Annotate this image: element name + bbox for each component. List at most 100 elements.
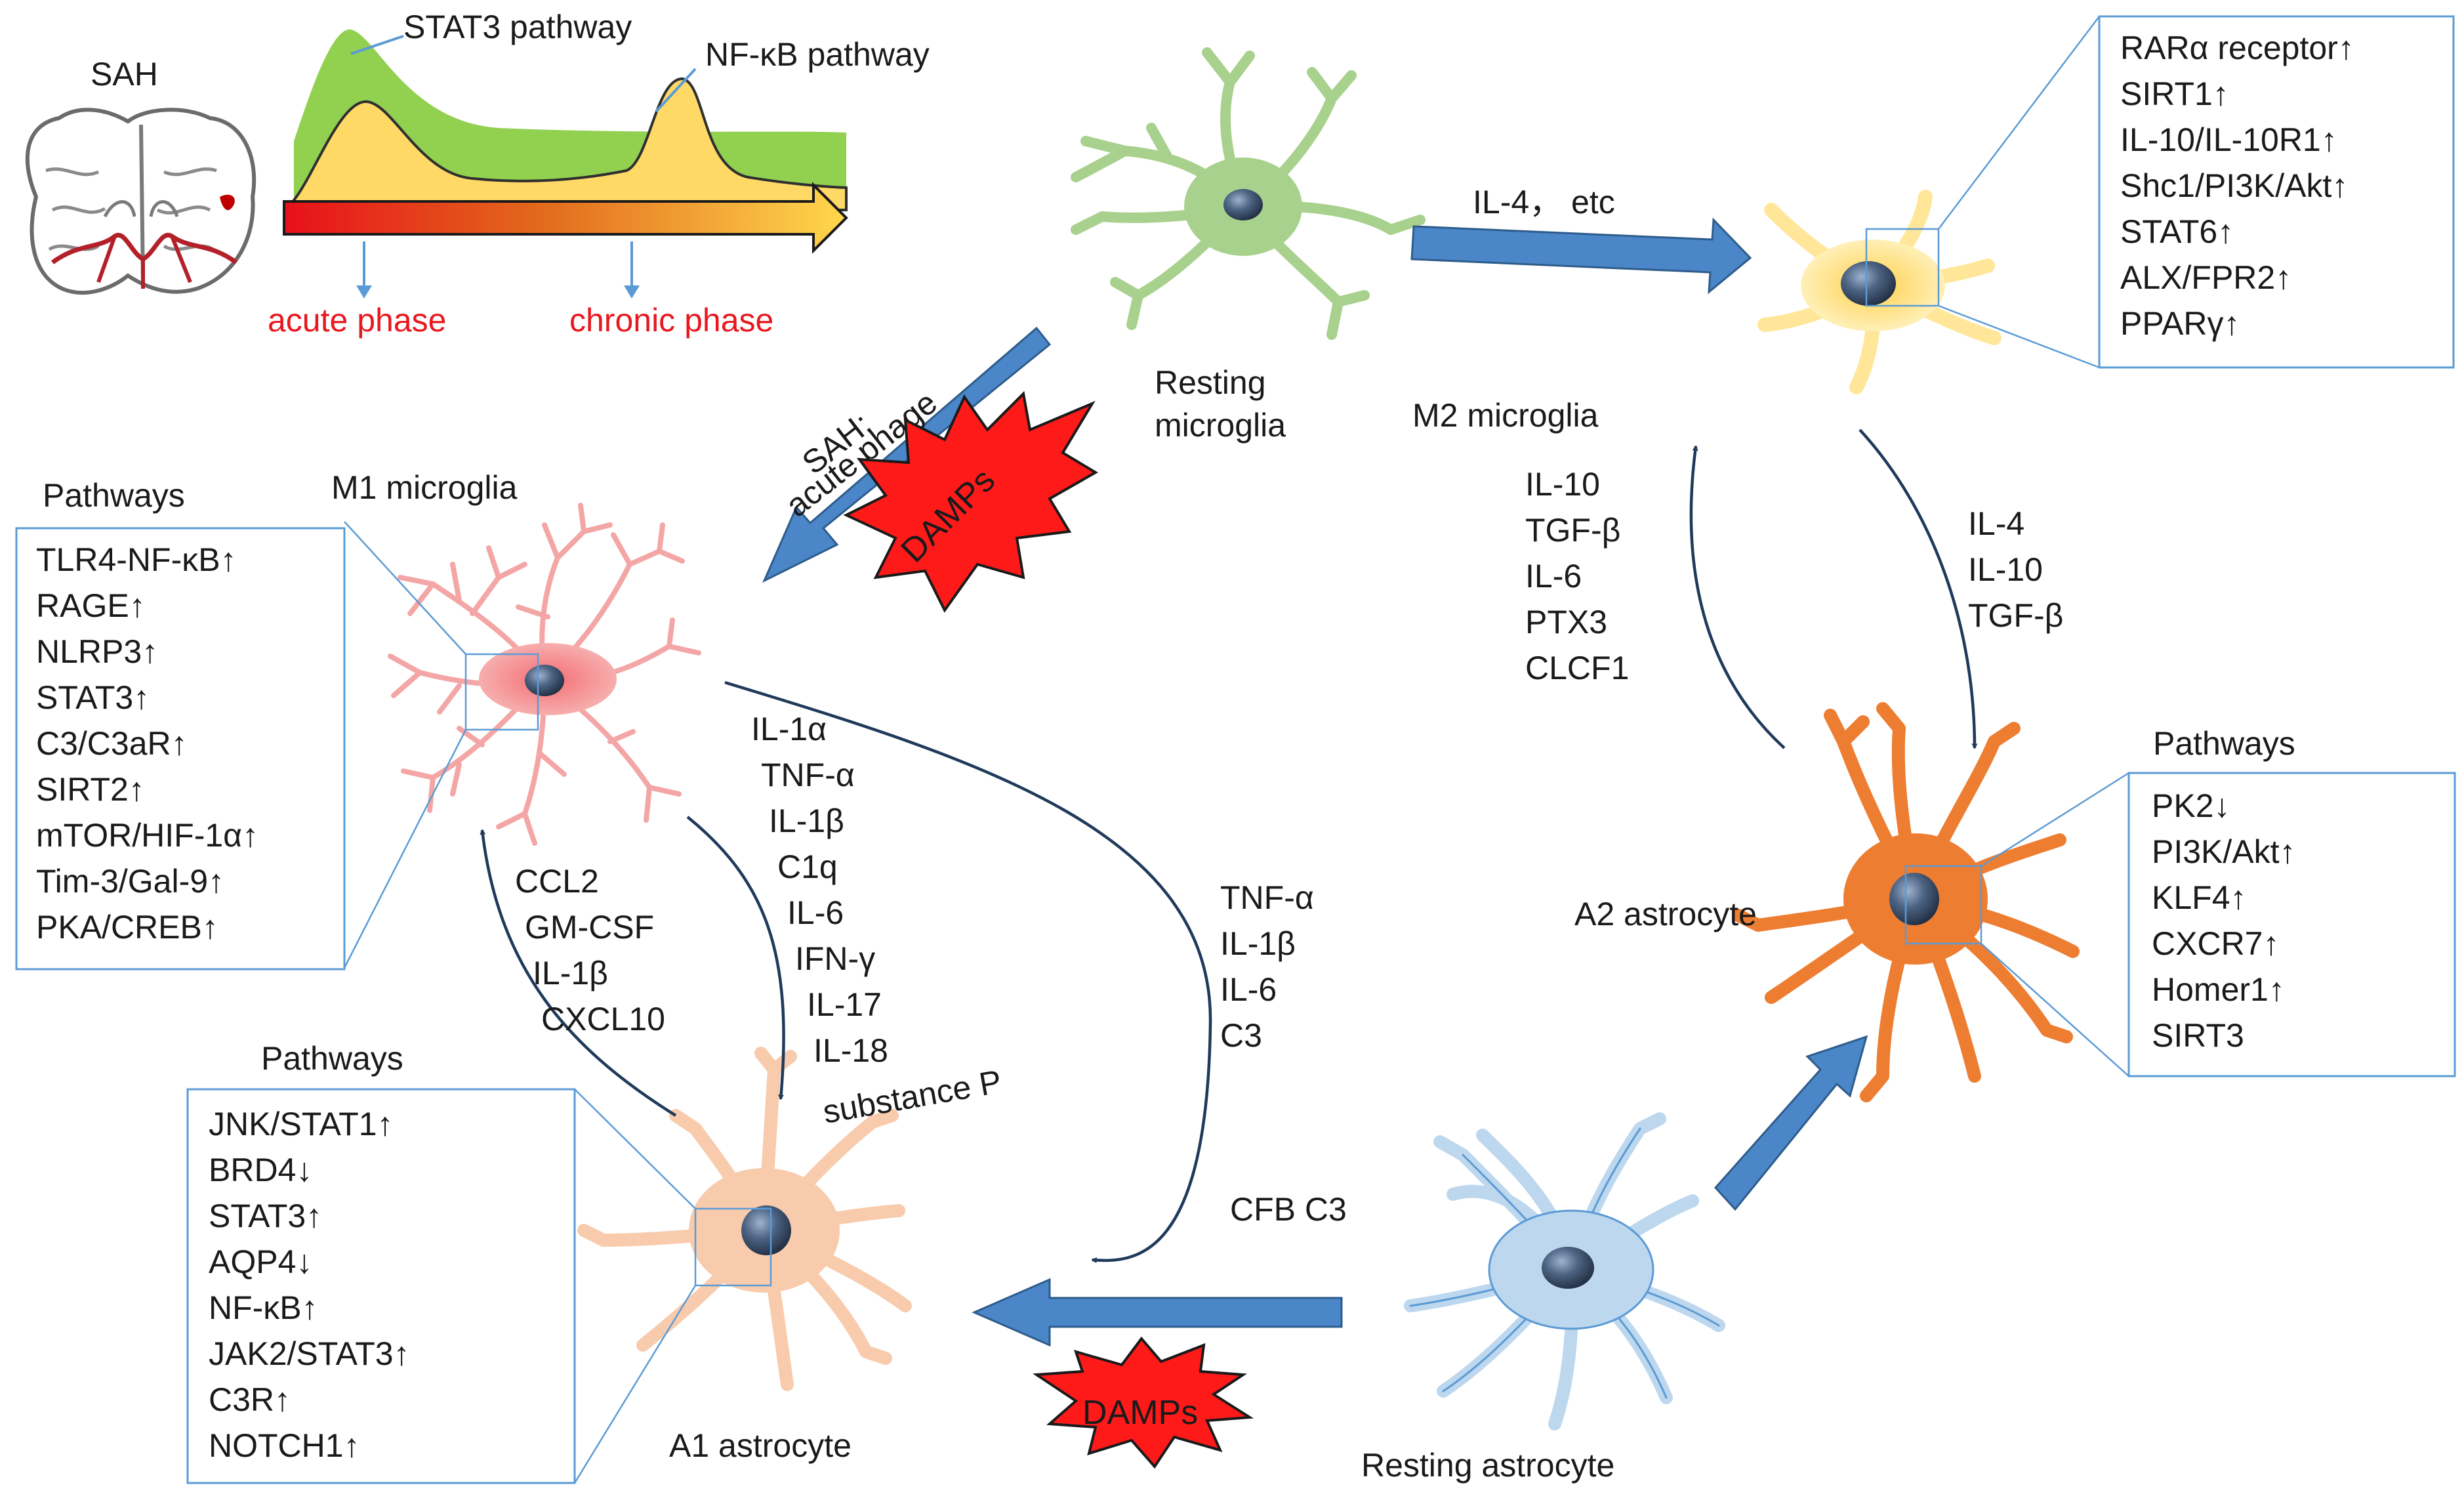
a1-pathway-item: BRD4↓ [209,1152,312,1188]
a2-pathway-item: CXCR7↑ [2152,925,2279,962]
m1-pathway-item: NLRP3↑ [36,633,158,670]
a2-to-m2-curve-arrow [1689,446,1786,749]
m1-pathway-item: C3/C3aR↑ [36,725,188,762]
resting-microglia-nucleus [1223,189,1263,220]
cytokine: IFN-γ [795,940,875,977]
a1-pathways-title: Pathways [261,1040,403,1077]
cytokine: CCL2 [515,863,599,900]
time-axis-arrow [283,182,848,254]
resting-astrocyte-nucleus [1542,1247,1594,1289]
a2-pathway-item: PI3K/Akt↑ [2152,833,2296,870]
cytokine: IL-17 [807,986,882,1023]
cytokine: IL-4 [1968,505,2024,542]
cytokine: GM-CSF [525,909,654,946]
a2-pathway-item: KLF4↑ [2152,879,2247,916]
cfb-c3-label: CFB C3 [1230,1191,1347,1228]
a1-pathway-item: AQP4↓ [209,1243,312,1280]
m1-pathway-item: Tim-3/Gal-9↑ [36,863,224,900]
chronic-marker-head [624,285,640,299]
a2-astrocyte-label: A2 astrocyte [1574,896,1757,932]
nfkb-curve [293,77,848,211]
resting-astrocyte-label: Resting astrocyte [1361,1447,1614,1484]
nfkb-label: NF-κB pathway [705,36,930,73]
a2-pathway-item: SIRT3 [2152,1017,2244,1054]
a1-zoom-line-top [574,1089,696,1209]
a2-astrocyte-nucleus [1889,873,1939,925]
a1-pathway-item: C3R↑ [209,1381,291,1418]
cytokine: TNF-α [1220,879,1314,916]
a2-zoom-marker [1904,865,1982,945]
cytokine: IL-18 [813,1032,888,1069]
il4-arrow [1410,217,1752,295]
stat3-callout-line [350,35,404,55]
resting-astro-to-a2-arrow [1714,1035,1868,1211]
resting-astro-to-a1-arrow [972,1278,1343,1347]
cytokine: CXCL10 [541,1001,665,1037]
m2-pathway-list: RARα receptor↑ SIRT1↑ IL-10/IL-10R1↑ Shc… [2120,30,2354,342]
m1-zoom-line-bottom [343,729,467,969]
a1-pathway-box [186,1088,576,1484]
a2-pathways-title: Pathways [2153,725,2295,762]
stat3-label: STAT3 pathway [403,9,632,45]
cytokine: C3 [1220,1017,1262,1054]
a1-to-m1-curve-arrow [482,830,677,1117]
cytokine: IL-10 [1968,551,2043,588]
m2-microglia-label: M2 microglia [1412,397,1599,434]
a2-to-m2-cytokines: IL-10 TGF-β IL-6 PTX3 CLCF1 [1525,466,1629,686]
a2-pathway-box [2127,772,2456,1077]
m1-pathway-list: TLR4-NF-κB↑ RAGE↑ NLRP3↑ STAT3↑ C3/C3aR↑… [36,541,258,946]
m2-pathway-item: SIRT1↑ [2120,75,2229,112]
m2-pathway-box [2098,15,2455,369]
m1-zoom-marker [464,653,539,731]
m1-pathway-item: TLR4-NF-κB↑ [36,541,237,578]
damps-burst-bottom [1033,1336,1254,1469]
a1-pathway-item: NOTCH1↑ [209,1427,360,1464]
cytokine: IL-1α [751,711,827,747]
cytokine: CLCF1 [1525,650,1629,686]
m2-pathway-item: RARα receptor↑ [2120,30,2354,66]
a2-pathway-item: PK2↓ [2152,787,2230,824]
m1-pathway-box [15,527,346,970]
a2-zoom-line-bottom [1981,943,2129,1077]
m2-pathway-item: STAT6↑ [2120,213,2234,250]
cytokine: IL-10 [1525,466,1600,503]
cytokine: TGF-β [1525,512,1620,549]
a1-pathway-list: JNK/STAT1↑ BRD4↓ STAT3↑ AQP4↓ NF-κB↑ JAK… [209,1106,410,1464]
brain-icon [25,108,257,295]
m1-pathways-title: Pathways [43,477,185,514]
a1-astrocyte-label: A1 astrocyte [669,1427,852,1464]
m2-pathway-item: PPARγ↑ [2120,305,2240,342]
m2-pathway-item: Shc1/PI3K/Akt↑ [2120,167,2348,204]
damps-burst-top [843,390,1098,613]
a1-to-m1-cytokines: CCL2 GM-CSF IL-1β CXCL10 [515,863,665,1037]
m1-to-astrocyte-curve-arrow [724,680,1212,1261]
m2-zoom-marker [1865,228,1940,307]
cytokine: TGF-β [1968,597,2063,634]
m1-microglia-nucleus [525,665,564,696]
m2-zoom-line-bottom [1938,304,2100,369]
cytokine: IL-6 [1220,971,1277,1008]
m2-pathway-item: ALX/FPR2↑ [2120,259,2291,296]
m2-microglia-nucleus [1841,261,1896,306]
cytokine: IL-1β [1220,925,1296,962]
a2-pathway-list: PK2↓ PI3K/Akt↑ KLF4↑ CXCR7↑ Homer1↑ SIRT… [2152,787,2296,1054]
cytokine: IL-6 [1525,558,1582,595]
a1-pathway-item: STAT3↑ [209,1198,322,1234]
a1-pathway-item: NF-κB↑ [209,1289,318,1326]
acute-phase-label: acute phase [268,302,446,339]
cytokine: IL-1β [533,955,608,991]
m2-pathway-item: IL-10/IL-10R1↑ [2120,121,2337,158]
a1-pathway-item: JAK2/STAT3↑ [209,1335,410,1372]
m1-pathway-item: PKA/CREB↑ [36,909,218,946]
m1-to-a1-curve-arrow [686,816,785,1099]
m1-microglia-label: M1 microglia [331,469,518,506]
a1-zoom-marker [694,1207,772,1287]
m2-to-a2-cytokines: IL-4 IL-10 TGF-β [1968,505,2063,634]
resting-astrocyte-outline [1409,1127,1720,1399]
m1-to-resting-astro-cytokines: TNF-α IL-1β IL-6 C3 [1220,879,1314,1054]
m1-pathway-item: STAT3↑ [36,679,150,716]
cytokine: IL-1β [769,803,844,839]
m1-pathway-item: SIRT2↑ [36,771,145,808]
sah-label: SAH [91,56,158,93]
